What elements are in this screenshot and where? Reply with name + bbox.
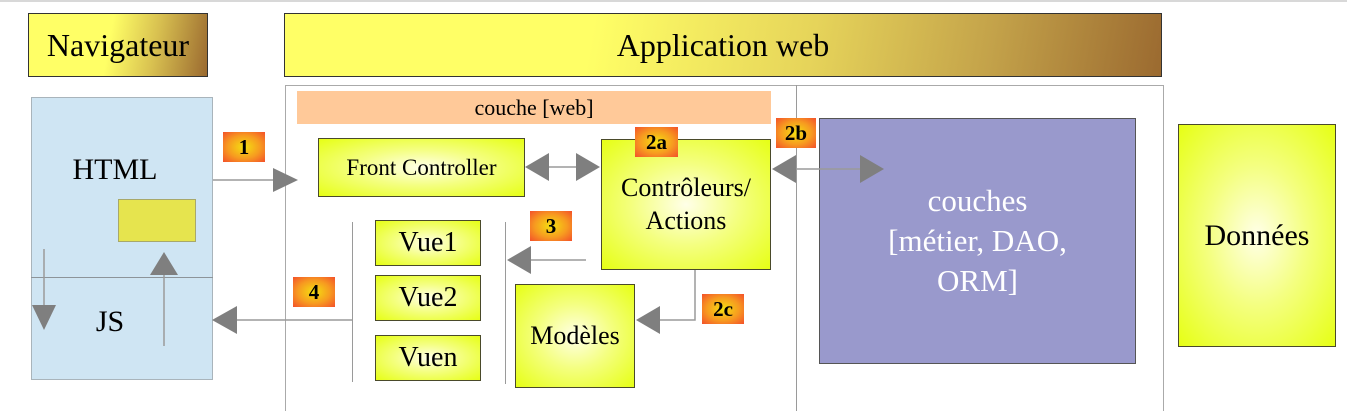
step-badge-2c: 2c bbox=[702, 294, 744, 324]
step-badge-4: 4 bbox=[293, 277, 335, 307]
arrow-2a-left-head-icon bbox=[525, 153, 549, 181]
business-label-line2: [métier, DAO, bbox=[888, 222, 1067, 258]
arrow-2c-head-icon bbox=[636, 306, 660, 334]
arrow-2a-right-head-icon bbox=[576, 153, 600, 181]
browser-divider bbox=[31, 277, 213, 278]
js-label: JS bbox=[95, 305, 125, 338]
views-left-bracket bbox=[352, 222, 353, 382]
view-box-2: Vue2 bbox=[375, 275, 481, 321]
web-layer-title: couche [web] bbox=[297, 91, 771, 124]
arrow-2b-left-head-icon bbox=[772, 155, 796, 183]
arrow-1-head-icon bbox=[273, 168, 298, 192]
step-badge-1: 1 bbox=[223, 132, 265, 162]
models-box: Modèles bbox=[515, 284, 635, 388]
controllers-label-line1: Contrôleurs/ bbox=[621, 173, 751, 202]
business-label-line1: couches bbox=[927, 182, 1028, 218]
step-badge-3: 3 bbox=[530, 211, 572, 241]
view-box-1: Vue1 bbox=[375, 220, 481, 266]
front-controller-box: Front Controller bbox=[318, 138, 525, 197]
arrow-3-head-icon bbox=[507, 246, 531, 274]
dom-element bbox=[118, 199, 196, 242]
business-layers-box: couches [métier, DAO, ORM] bbox=[819, 118, 1136, 364]
browser-header: Navigateur bbox=[28, 13, 208, 77]
controllers-label-line2: Actions bbox=[645, 205, 727, 235]
layer-separator bbox=[796, 85, 797, 411]
arrow-4-head-icon bbox=[212, 306, 237, 334]
step-badge-2b: 2b bbox=[776, 118, 816, 148]
html-label: HTML bbox=[72, 153, 158, 186]
arrow-2b-right-head-icon bbox=[860, 155, 884, 183]
arrow-2c-line bbox=[660, 270, 696, 321]
arrow-down-head-icon bbox=[32, 305, 56, 330]
arrow-up-head-icon bbox=[150, 252, 178, 275]
views-right-bracket bbox=[505, 222, 506, 384]
view-box-n: Vuen bbox=[375, 335, 481, 381]
controllers-actions-box: Contrôleurs/ Actions bbox=[601, 139, 771, 270]
step-badge-2a: 2a bbox=[635, 127, 678, 157]
data-store-box: Données bbox=[1178, 124, 1336, 347]
web-application-header: Application web bbox=[284, 13, 1162, 77]
top-border-line bbox=[0, 0, 1347, 2]
business-label-line3: ORM] bbox=[937, 263, 1018, 299]
application-frame bbox=[285, 85, 1164, 411]
